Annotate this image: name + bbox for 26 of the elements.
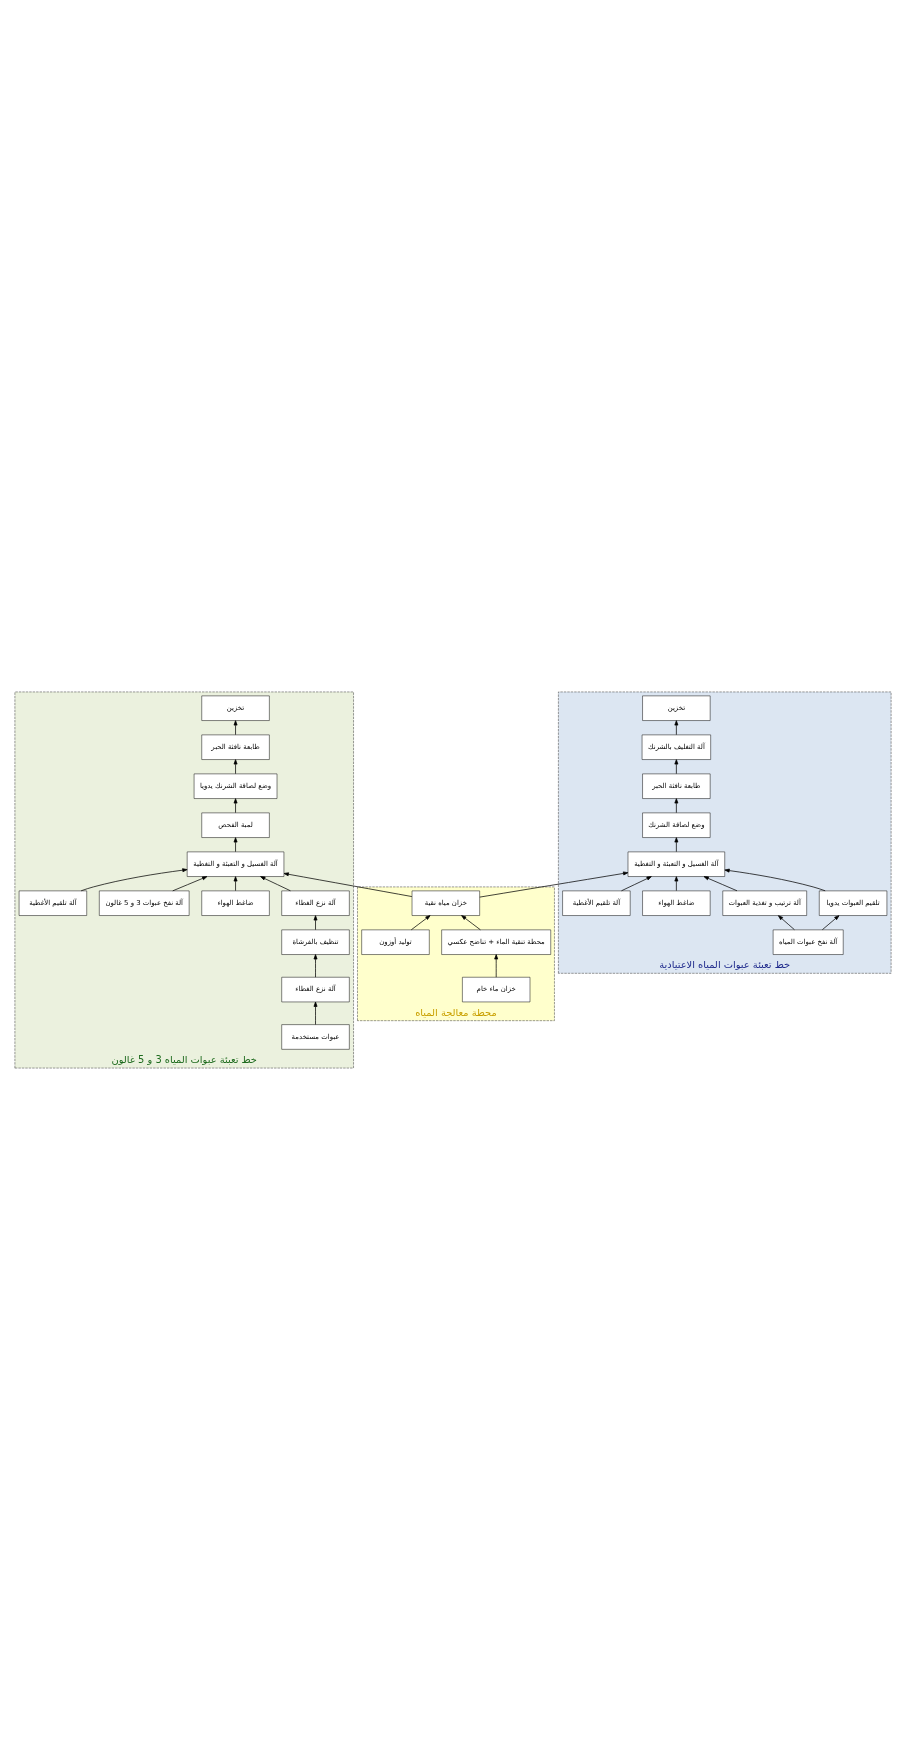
arrow <box>283 872 413 897</box>
arrow <box>674 798 679 814</box>
arrow <box>703 876 738 892</box>
arrow <box>461 915 481 931</box>
arrow <box>80 868 188 892</box>
arrow <box>674 720 679 736</box>
arrow <box>233 837 238 853</box>
arrow <box>674 876 679 892</box>
arrow <box>313 1001 318 1025</box>
arrow <box>233 876 238 892</box>
arrow <box>674 837 679 853</box>
arrow <box>172 876 208 892</box>
arrow <box>621 876 652 892</box>
arrow <box>313 915 318 931</box>
arrow <box>233 759 238 775</box>
arrow <box>313 954 318 978</box>
arrow <box>410 915 431 931</box>
arrow <box>494 954 499 978</box>
arrow <box>674 759 679 775</box>
arrow <box>724 868 826 892</box>
arrow <box>233 720 238 736</box>
arrow <box>822 915 840 931</box>
arrow <box>778 915 795 931</box>
arrow <box>233 798 238 814</box>
arrow <box>479 871 629 898</box>
arrow <box>260 876 291 892</box>
